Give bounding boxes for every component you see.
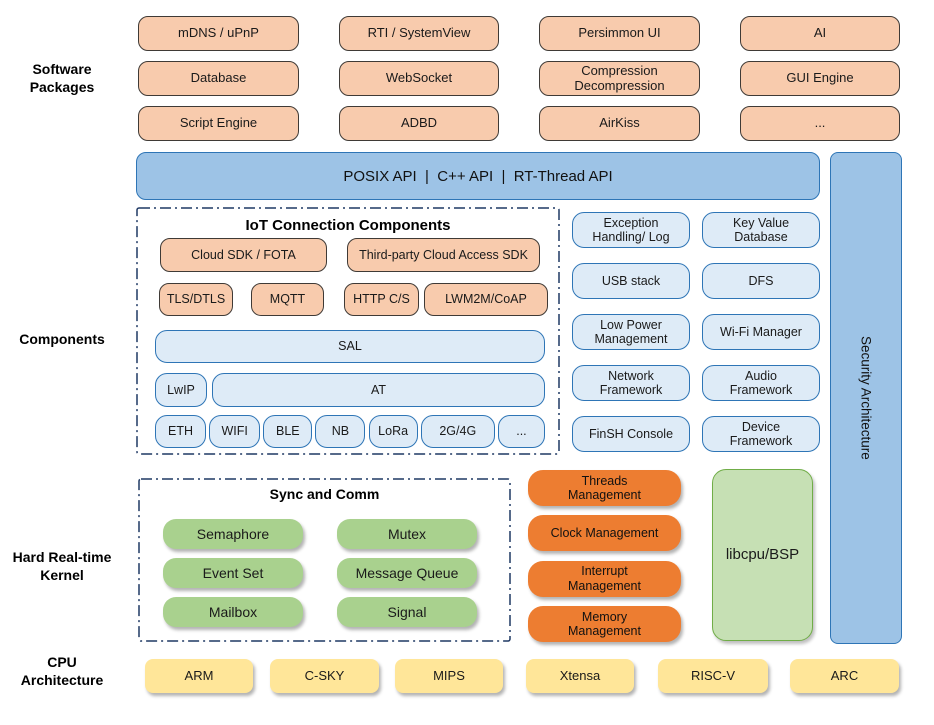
- iot-box-tls-dtls: TLS/DTLS: [159, 283, 233, 316]
- kernel-box-interrupt-management: Interrupt Management: [528, 560, 681, 597]
- iot-box-lora: LoRa: [368, 415, 418, 448]
- dashed-border: [136, 207, 560, 455]
- sync-and-comm-title: Sync and Comm: [269, 486, 380, 502]
- security-architecture-bar: Security Architecture: [830, 152, 902, 644]
- component-box-usb-stack: USB stack: [572, 263, 690, 299]
- iot-box-lwm2m-coap: LWM2M/CoAP: [424, 283, 548, 316]
- cpu-box-arc: ARC: [790, 659, 899, 693]
- iot-box-sal: SAL: [155, 330, 545, 363]
- kernel-box-event-set: Event Set: [163, 558, 303, 588]
- section-label-software-packages: Software Packages: [29, 61, 95, 96]
- package-box-adbd: ADBD: [339, 106, 499, 141]
- component-box-dfs: DFS: [702, 263, 820, 299]
- libcpu-bsp-box: libcpu/BSP: [712, 469, 813, 641]
- component-box-audio-framework: Audio Framework: [702, 365, 820, 401]
- dashed-border: [138, 478, 511, 642]
- package-box-persimmon-ui: Persimmon UI: [539, 16, 700, 51]
- iot-box-at: AT: [212, 373, 545, 407]
- component-box-wifi-manager: Wi-Fi Manager: [702, 314, 820, 350]
- cpu-box-arm: ARM: [145, 659, 253, 693]
- kernel-management-column: Threads Management Clock Management Inte…: [528, 470, 681, 642]
- cpu-box-risc-v: RISC-V: [658, 659, 768, 693]
- cpu-box-c-sky: C-SKY: [270, 659, 379, 693]
- kernel-box-clock-management: Clock Management: [528, 515, 681, 552]
- component-box-network-framework: Network Framework: [572, 365, 690, 401]
- iot-box-2g4g: 2G/4G: [420, 415, 495, 448]
- component-box-exception-handling-log: Exception Handling/ Log: [572, 212, 690, 248]
- iot-box-eth: ETH: [155, 415, 206, 448]
- section-label-kernel: Hard Real-time Kernel: [12, 549, 112, 584]
- kernel-box-semaphore: Semaphore: [163, 519, 303, 549]
- package-box-rti-systemview: RTI / SystemView: [339, 16, 499, 51]
- component-box-low-power-management: Low Power Management: [572, 314, 690, 350]
- iot-link-row: ETH WIFI BLE NB LoRa 2G/4G ...: [155, 415, 545, 448]
- iot-box-lwip: LwIP: [155, 373, 207, 407]
- section-label-components: Components: [19, 331, 105, 347]
- iot-box-third-party-cloud: Third-party Cloud Access SDK: [347, 238, 540, 272]
- package-box-more: ...: [740, 106, 900, 141]
- components-grid: Exception Handling/ Log Key Value Databa…: [572, 212, 820, 452]
- iot-box-ble: BLE: [263, 415, 313, 448]
- posix-api-bar: POSIX API | C++ API | RT-Thread API: [136, 152, 820, 200]
- component-box-device-framework: Device Framework: [702, 416, 820, 452]
- iot-box-http-cs: HTTP C/S: [344, 283, 419, 316]
- iot-connection-components-box: IoT Connection Components Cloud SDK / FO…: [136, 207, 560, 455]
- kernel-box-memory-management: Memory Management: [528, 605, 681, 642]
- iot-box-nb: NB: [315, 415, 366, 448]
- package-box-compression: Compression Decompression: [539, 61, 700, 96]
- kernel-box-message-queue: Message Queue: [337, 558, 477, 588]
- cpu-box-mips: MIPS: [395, 659, 503, 693]
- package-box-airkiss: AirKiss: [539, 106, 700, 141]
- package-box-gui-engine: GUI Engine: [740, 61, 900, 96]
- sync-and-comm-box: Sync and Comm Semaphore Mutex Event Set …: [138, 478, 511, 642]
- software-packages-grid: mDNS / uPnP RTI / SystemView Persimmon U…: [138, 16, 900, 141]
- package-box-database: Database: [138, 61, 299, 96]
- kernel-box-mutex: Mutex: [337, 519, 477, 549]
- iot-box-more: ...: [497, 415, 545, 448]
- kernel-box-threads-management: Threads Management: [528, 470, 681, 506]
- iot-box-cloud-sdk-fota: Cloud SDK / FOTA: [160, 238, 327, 272]
- section-label-cpu: CPU Architecture: [20, 654, 104, 689]
- package-box-websocket: WebSocket: [339, 61, 499, 96]
- component-box-key-value-database: Key Value Database: [702, 212, 820, 248]
- iot-title: IoT Connection Components: [245, 217, 451, 234]
- kernel-box-mailbox: Mailbox: [163, 597, 303, 627]
- iot-box-wifi: WIFI: [209, 415, 261, 448]
- cpu-box-xtensa: Xtensa: [526, 659, 634, 693]
- kernel-box-signal: Signal: [337, 597, 477, 627]
- component-box-finsh-console: FinSH Console: [572, 416, 690, 452]
- sync-and-comm-grid: Semaphore Mutex Event Set Message Queue …: [163, 519, 477, 627]
- package-box-mdns-upnp: mDNS / uPnP: [138, 16, 299, 51]
- package-box-ai: AI: [740, 16, 900, 51]
- package-box-script-engine: Script Engine: [138, 106, 299, 141]
- iot-box-mqtt: MQTT: [251, 283, 324, 316]
